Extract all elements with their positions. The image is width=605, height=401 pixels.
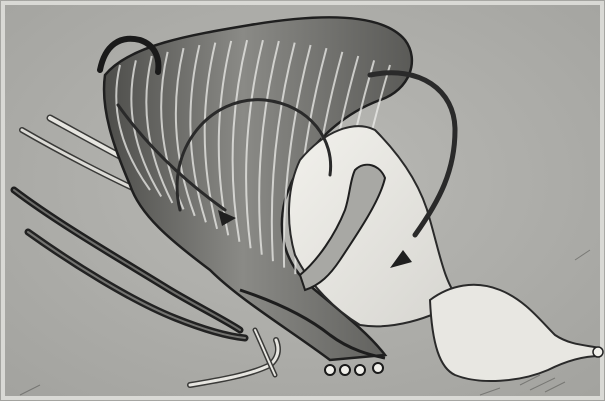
peg-3 [355, 365, 365, 375]
peg-2 [340, 365, 350, 375]
peg-1 [325, 365, 335, 375]
peg-4 [373, 363, 383, 373]
bulb-tip [593, 347, 603, 357]
